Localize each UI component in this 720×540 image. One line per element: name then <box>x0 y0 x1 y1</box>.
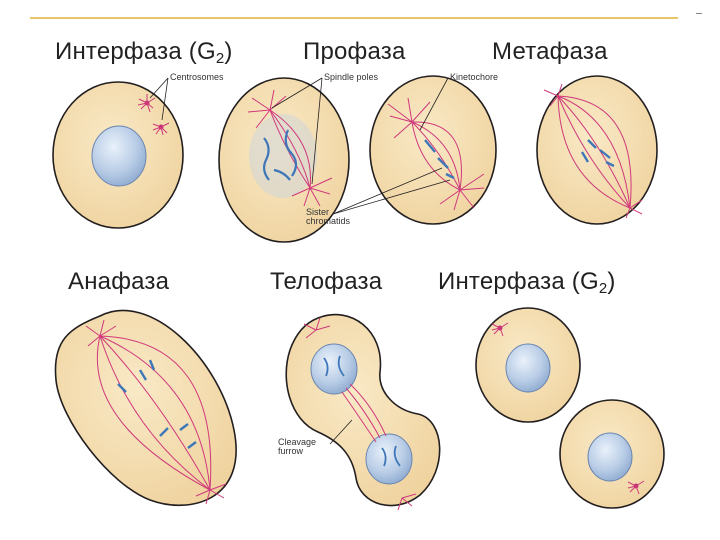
chromosomes <box>323 355 401 467</box>
centrosome <box>137 94 170 136</box>
cell-anaphase <box>54 309 237 507</box>
stage-metaphase: Метафаза <box>492 38 608 65</box>
top-rule <box>30 17 678 19</box>
chromosomes <box>580 139 615 168</box>
cell-metaphase <box>536 75 658 225</box>
cell-prometaphase <box>369 75 497 225</box>
spindle-fibers <box>303 317 417 511</box>
stage-interphase-bottom: Интерфаза (G2) <box>438 268 616 297</box>
cell-interphase-top <box>52 81 184 229</box>
nucleus <box>505 343 551 393</box>
chromosomes <box>262 129 298 181</box>
label-spindle-poles: Spindle poles <box>324 72 379 82</box>
cell-prophase <box>218 77 350 243</box>
stage-prophase: Профаза <box>303 38 406 65</box>
nucleus <box>587 432 633 482</box>
chromosomes <box>117 359 197 449</box>
centrosome <box>491 322 509 337</box>
nucleus <box>91 125 147 187</box>
cell-telophase <box>285 313 441 511</box>
cell-interphase-right-lower <box>559 399 665 509</box>
nucleus-lower <box>365 433 413 485</box>
label-centrosomes: Centrosomes <box>170 72 224 82</box>
label-sister-chromatids: Sister chromatids <box>306 207 351 227</box>
nucleus-upper <box>310 343 358 395</box>
chromosomes <box>424 139 455 180</box>
stage-anaphase: Анафаза <box>68 268 170 295</box>
cell-interphase-right-upper <box>475 307 581 423</box>
label-cleavage-furrow: Cleavage furrow <box>278 437 317 457</box>
stage-telophase: Телофаза <box>270 268 383 295</box>
spindle-fibers <box>387 97 485 211</box>
stage-interphase-top: Интерфаза (G2) <box>55 38 233 67</box>
corner-mark <box>696 13 702 14</box>
leader-lines <box>149 77 451 445</box>
centrosome <box>627 480 645 495</box>
label-kinetochore: Kinetochore <box>450 72 499 82</box>
spindle-fibers <box>543 83 643 219</box>
spindle-fibers <box>85 319 227 505</box>
